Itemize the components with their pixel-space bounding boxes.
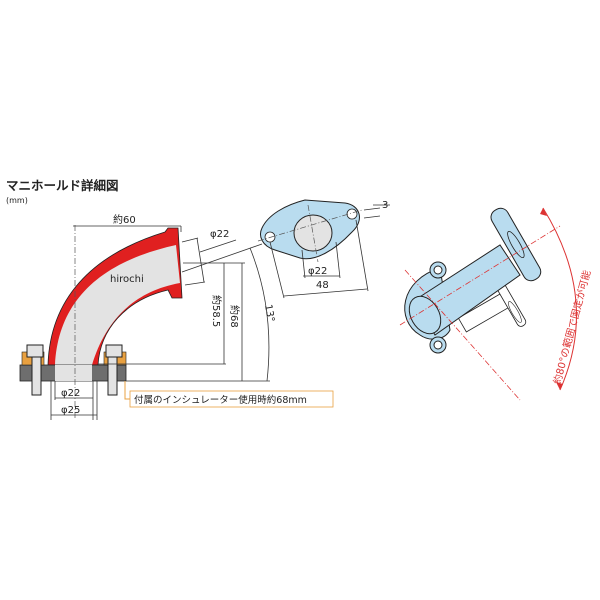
bolt-right [107, 356, 118, 396]
inlet-outer-label: φ25 [61, 405, 80, 416]
rotation-view: 約80°の範囲で固定が可能 [399, 207, 593, 401]
height-inner-label: 約58.5 [210, 295, 223, 327]
insulator-note: 付属のインシュレーター使用時約68mm [134, 394, 307, 406]
inlet-inner-label: φ22 [61, 388, 80, 399]
insulator-note-box [129, 390, 334, 408]
flange-view: 3 φ22 48 [257, 199, 390, 299]
bore-diameter-label: φ22 [308, 266, 327, 277]
thickness-label: 3 [382, 200, 388, 211]
bolt-head-left [26, 344, 44, 358]
outlet-diameter-label: φ22 [210, 229, 229, 240]
unit-label: (mm) [6, 196, 28, 205]
rotation-note: 約80°の範囲で固定が可能 [550, 269, 593, 386]
watermark: hirochi [110, 274, 144, 285]
elbow-side-view: hirochi [19, 225, 183, 420]
width-label: 約60 [113, 213, 136, 226]
diagram-title: マニホールド詳細図 [6, 178, 119, 193]
height-outer-label: 約68 [228, 305, 241, 328]
angle-label: 13° [262, 304, 276, 323]
bolt-left [31, 356, 42, 396]
hole-pitch-label: 48 [316, 280, 329, 291]
side-dimensions: 約60 φ22 約58.5 約68 13° φ22 φ25 付属のインシュレータ… [50, 213, 334, 420]
bolt-head-right [105, 344, 123, 358]
